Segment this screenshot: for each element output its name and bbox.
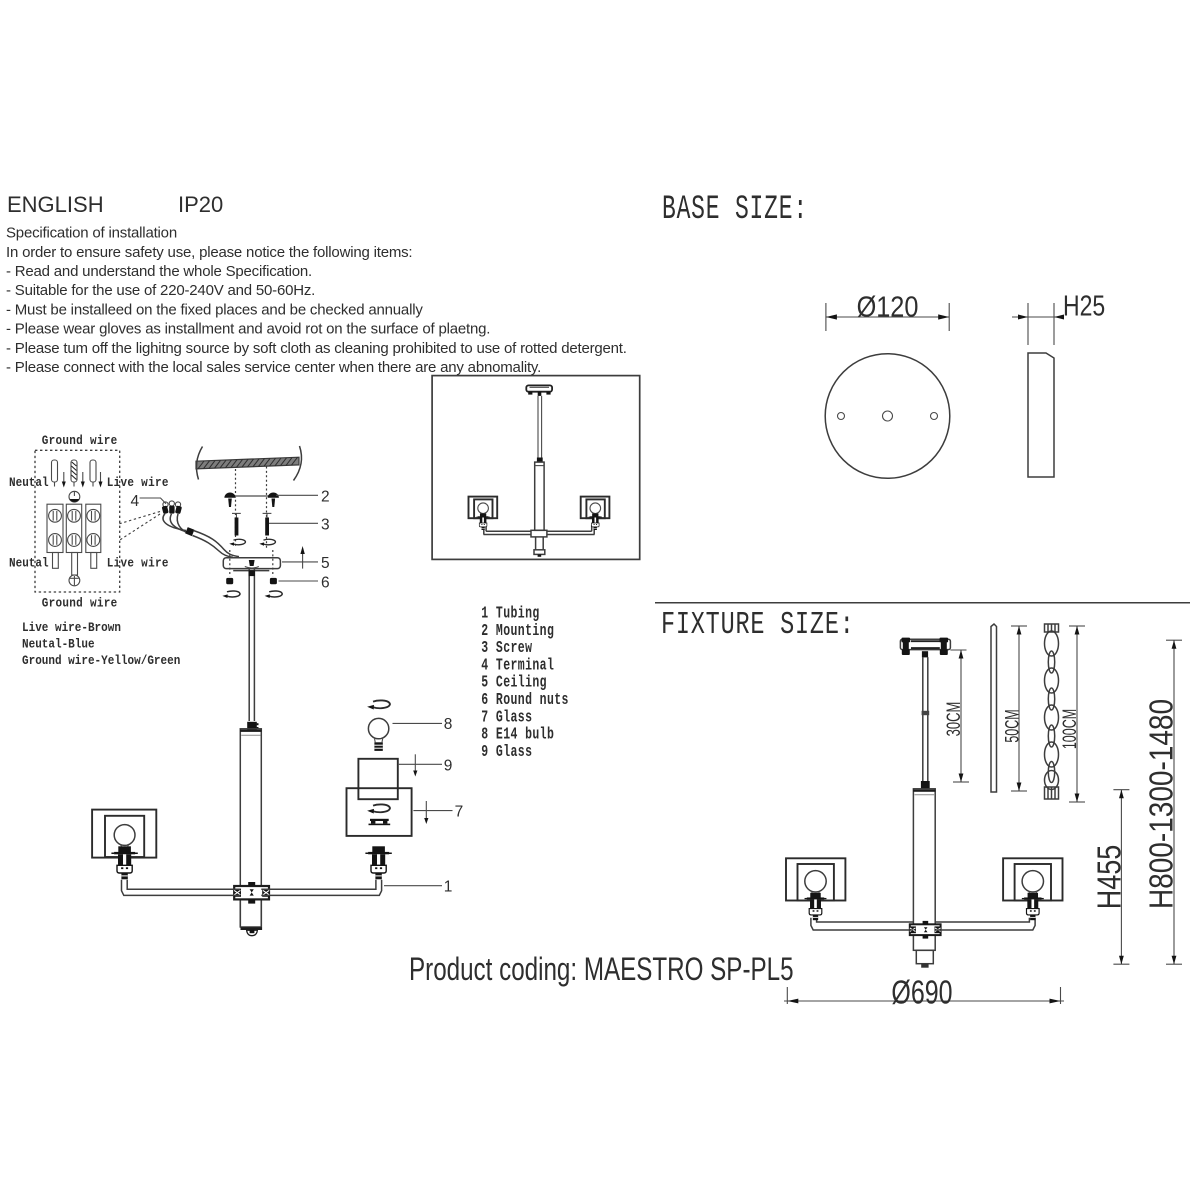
svg-text:ENGLISH: ENGLISH xyxy=(7,192,104,217)
svg-text:H25: H25 xyxy=(1063,291,1105,322)
svg-text:- Must be installeed on the fi: - Must be installeed on the fixed places… xyxy=(6,301,423,318)
svg-text:Live wire: Live wire xyxy=(107,475,169,490)
svg-text:30CM: 30CM xyxy=(942,702,964,737)
svg-text:- Suitable for the use of 220-: - Suitable for the use of 220-240V and 5… xyxy=(6,282,315,299)
svg-text:1 Tubing: 1 Tubing xyxy=(481,605,539,624)
svg-text:Ground wire-Yellow/Green: Ground wire-Yellow/Green xyxy=(22,653,180,668)
svg-text:7: 7 xyxy=(455,803,464,820)
svg-text:BASE SIZE:: BASE SIZE: xyxy=(662,190,808,229)
svg-text:Ground wire: Ground wire xyxy=(42,596,118,611)
svg-text:Neutal-Blue: Neutal-Blue xyxy=(22,637,95,652)
svg-text:9: 9 xyxy=(444,757,453,774)
svg-text:1: 1 xyxy=(444,878,453,895)
svg-text:9 Glass: 9 Glass xyxy=(481,743,532,762)
svg-text:6: 6 xyxy=(321,575,330,592)
svg-text:2: 2 xyxy=(321,489,330,506)
svg-text:Specification of installation: Specification of installation xyxy=(6,225,177,242)
svg-text:Live wire-Brown: Live wire-Brown xyxy=(22,620,121,635)
svg-text:3 Screw: 3 Screw xyxy=(481,639,532,658)
svg-text:8: 8 xyxy=(444,716,453,733)
svg-text:H800-1300-1480: H800-1300-1480 xyxy=(1142,699,1180,909)
svg-text:7 Glass: 7 Glass xyxy=(481,708,532,727)
svg-text:Ø690: Ø690 xyxy=(891,974,952,1011)
svg-text:Neutal: Neutal xyxy=(9,475,49,490)
svg-text:50CM: 50CM xyxy=(1002,709,1023,742)
svg-text:5: 5 xyxy=(321,555,330,572)
svg-text:5 Ceiling: 5 Ceiling xyxy=(481,674,547,693)
svg-text:H455: H455 xyxy=(1091,845,1128,910)
svg-text:8 E14 bulb: 8 E14 bulb xyxy=(481,726,554,745)
svg-text:Product coding: MAESTRO SP-PL5: Product coding: MAESTRO SP-PL5 xyxy=(409,952,794,988)
svg-text:- Please tum off the lighitng: - Please tum off the lighitng source by … xyxy=(6,340,627,357)
svg-text:- Read and understand the whol: - Read and understand the whole Specific… xyxy=(6,263,312,280)
svg-text:In order to ensure safety use,: In order to ensure safety use, please no… xyxy=(6,244,412,261)
svg-text:Neutal: Neutal xyxy=(9,556,49,571)
svg-text:100CM: 100CM xyxy=(1059,709,1080,749)
svg-text:- Please wear gloves as instal: - Please wear gloves as installment and … xyxy=(6,321,490,338)
svg-text:2 Mounting: 2 Mounting xyxy=(481,622,554,641)
svg-text:Ø120: Ø120 xyxy=(857,290,919,323)
svg-text:3: 3 xyxy=(321,517,330,534)
svg-text:Live wire: Live wire xyxy=(107,556,169,571)
svg-text:4 Terminal: 4 Terminal xyxy=(481,657,554,676)
svg-text:IP20: IP20 xyxy=(178,192,223,217)
svg-text:FIXTURE SIZE:: FIXTURE SIZE: xyxy=(661,608,855,643)
svg-text:6 Round nuts: 6 Round nuts xyxy=(481,691,569,710)
svg-text:4: 4 xyxy=(131,493,140,510)
svg-text:Ground wire: Ground wire xyxy=(42,433,118,448)
svg-text:- Please connect with the loca: - Please connect with the local sales se… xyxy=(6,359,541,376)
